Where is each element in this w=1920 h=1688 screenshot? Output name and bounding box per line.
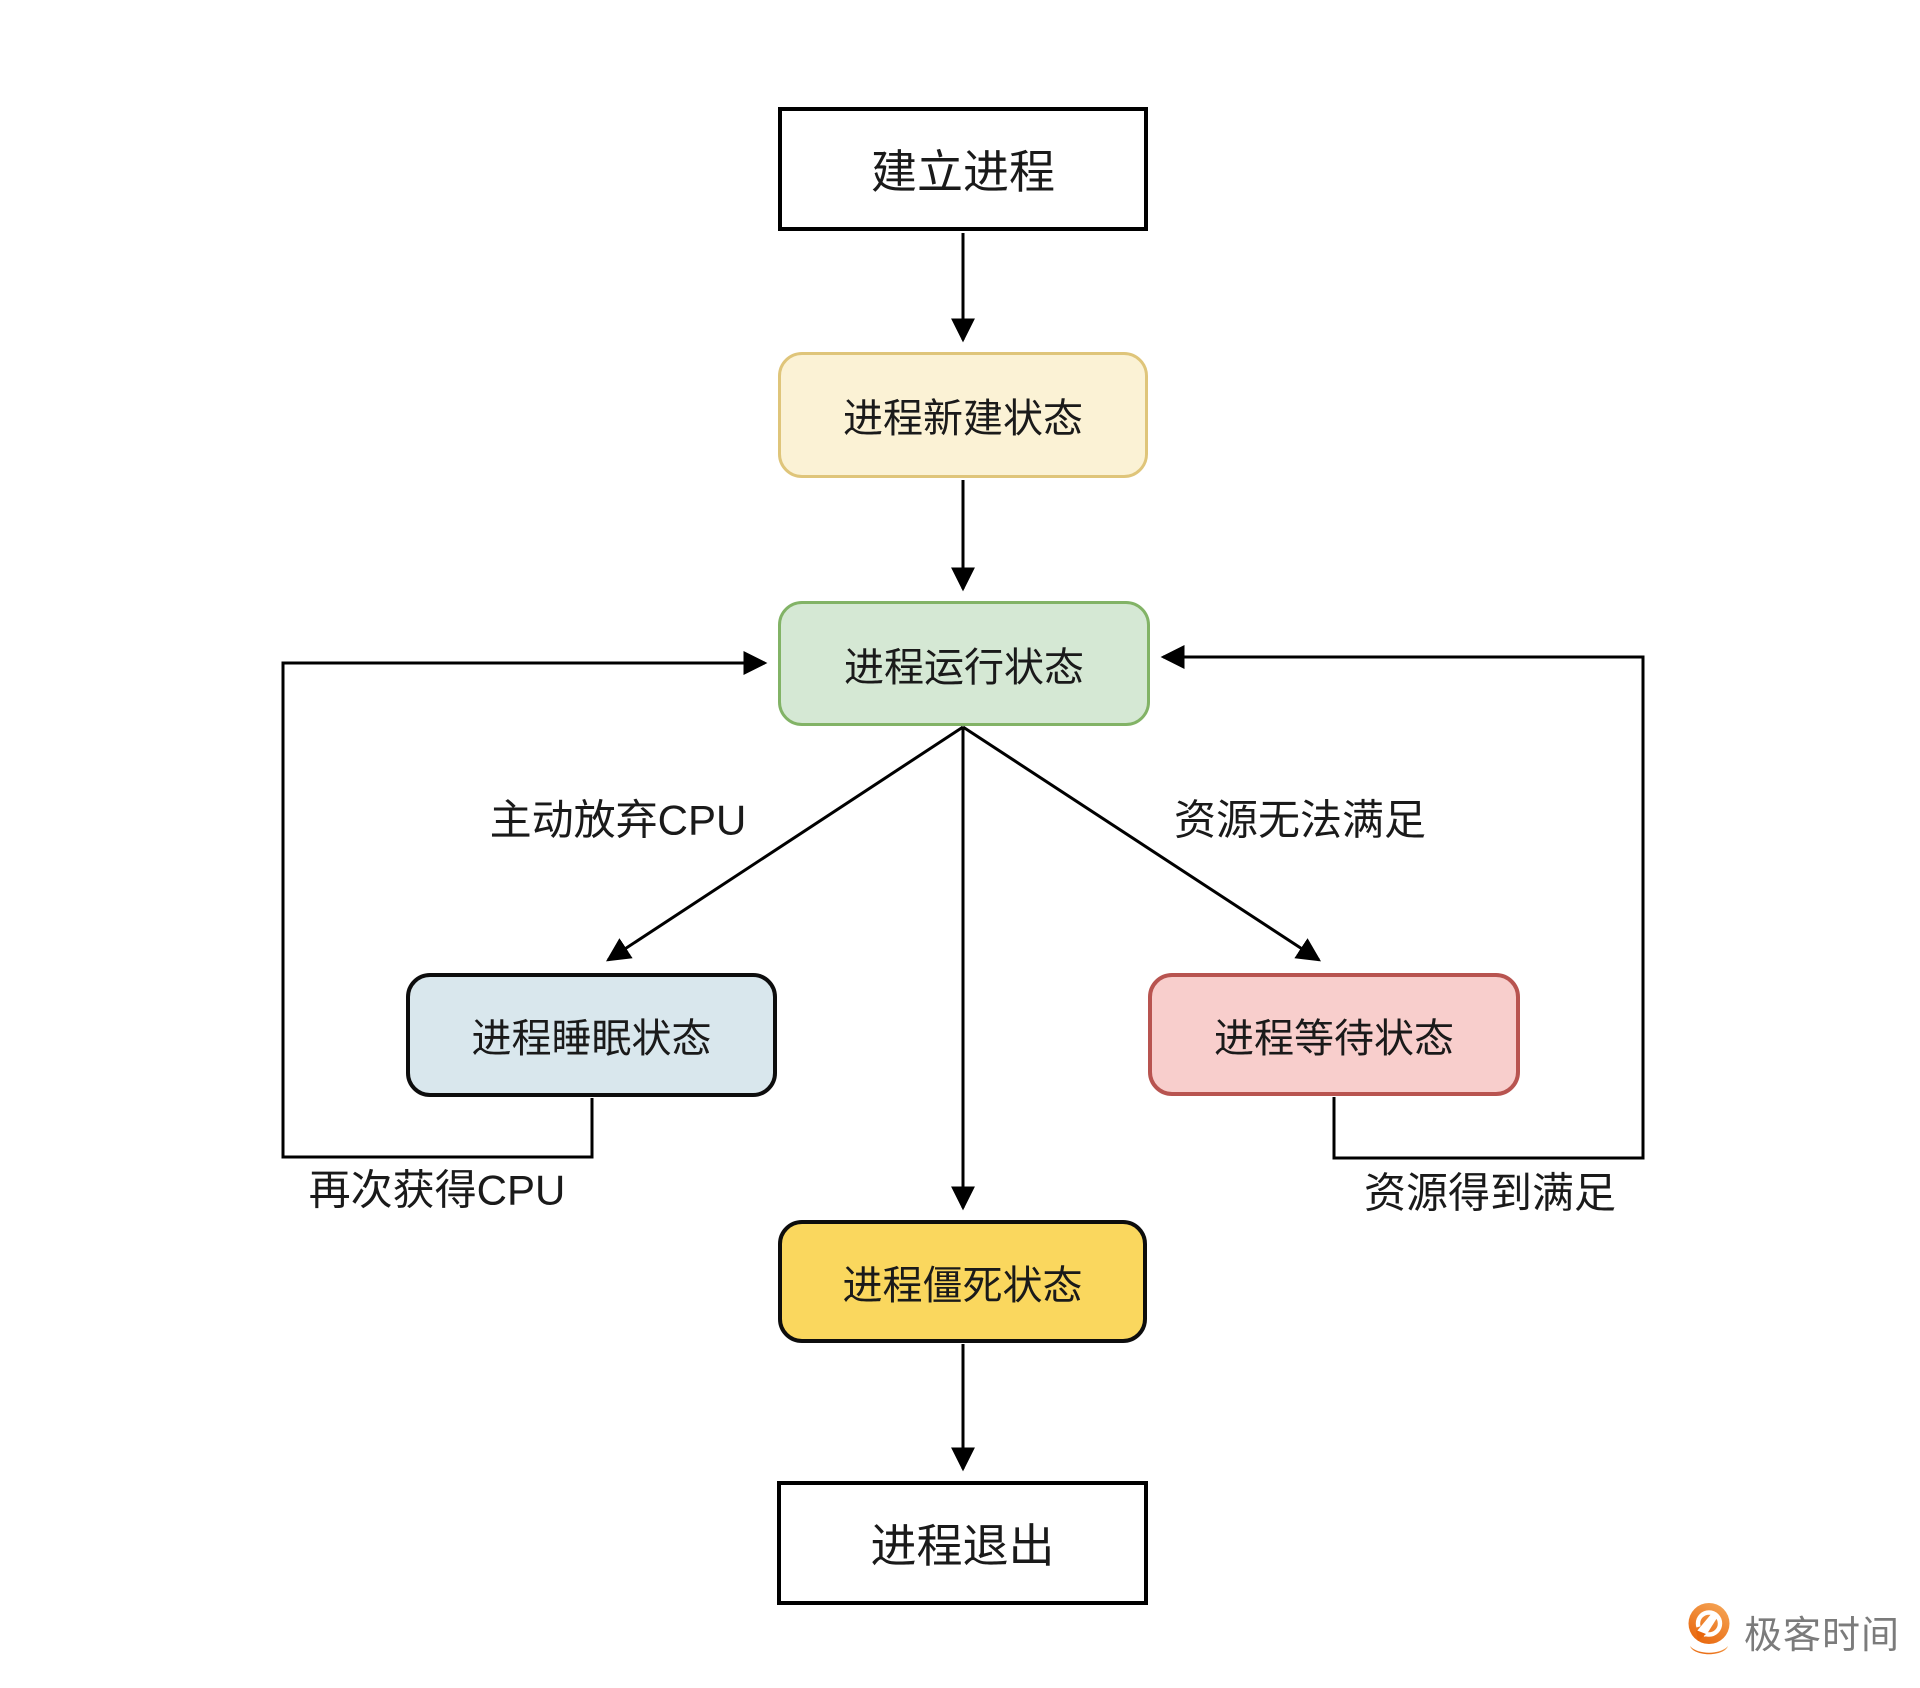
edge-running-to-waiting <box>962 725 1322 962</box>
node-create-process: 建立进程 <box>778 107 1148 231</box>
edge-waiting-to-running <box>1160 645 1645 1160</box>
edge-running-to-sleep <box>605 725 964 962</box>
node-label: 进程退出 <box>870 1520 1055 1572</box>
edge-sleep-to-running <box>281 651 768 1159</box>
geektime-logo-text: 极客时间 <box>1744 1614 1901 1657</box>
node-running-state: 进程运行状态 <box>778 601 1150 726</box>
node-label: 进程等待状态 <box>1214 1016 1454 1061</box>
node-label: 进程僵死状态 <box>842 1263 1083 1308</box>
geektime-logo-icon <box>1688 1603 1730 1655</box>
node-label: 建立进程 <box>871 146 1055 198</box>
geektime-logo: 极客时间 <box>1686 1602 1900 1660</box>
node-label: 进程睡眠状态 <box>471 1017 712 1061</box>
edge-label-regain-cpu: 再次获得CPU <box>308 1166 566 1214</box>
node-new-state: 进程新建状态 <box>778 352 1148 478</box>
node-waiting-state: 进程等待状态 <box>1148 973 1520 1096</box>
node-zombie-state: 进程僵死状态 <box>778 1220 1147 1343</box>
node-label: 进程运行状态 <box>844 645 1084 690</box>
edge-label-give-up-cpu: 主动放弃CPU <box>489 796 747 844</box>
node-label: 进程新建状态 <box>843 397 1083 441</box>
node-sleep-state: 进程睡眠状态 <box>406 973 777 1097</box>
edge-label-resource-unmet: 资源无法满足 <box>1173 796 1427 844</box>
edge-label-resource-met: 资源得到满足 <box>1363 1169 1617 1217</box>
node-exit-process: 进程退出 <box>777 1481 1148 1605</box>
